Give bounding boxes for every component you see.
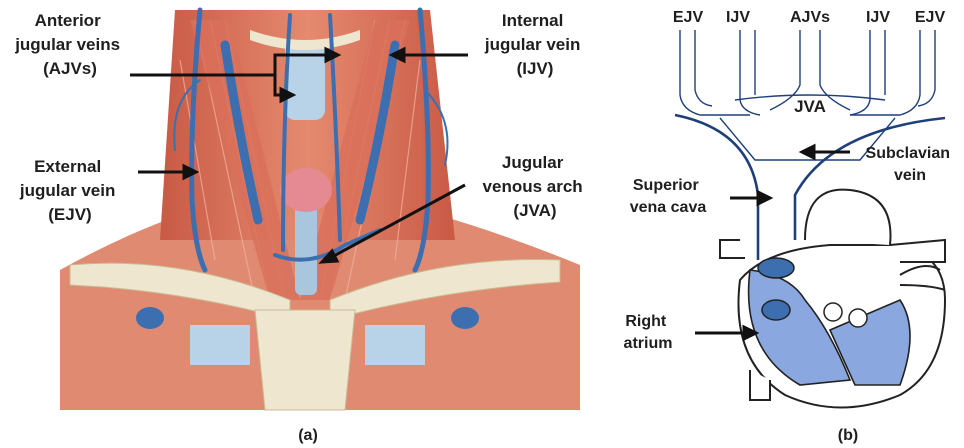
pulmonary-artery-right [890, 240, 945, 262]
ajv-label-line2: jugular veins [14, 35, 120, 54]
top-label-ejv-right: EJV [915, 9, 946, 26]
top-label-ajvs: AJVs [790, 9, 830, 26]
ijv-label: Internal jugular vein (IJV) [484, 11, 585, 78]
ejv-label-line3: (EJV) [48, 205, 91, 224]
subclavian-stump-right [451, 307, 479, 329]
ijv-label-line3: (IJV) [517, 59, 554, 78]
top-label-ijv-right: IJV [866, 9, 890, 26]
ejv-label-line1: External [34, 157, 101, 176]
cartilage-left [190, 325, 250, 365]
aortic-arch [805, 190, 891, 245]
subclavian-label-line2: vein [894, 167, 926, 184]
svc-label-line2: vena cava [630, 199, 707, 216]
valve-1 [824, 303, 842, 321]
jva-label: Jugular venous arch (JVA) [483, 153, 588, 220]
venous-schematic: EJV IJV AJVs IJV EJV JVA [600, 0, 964, 448]
subclavian-stump-left [136, 307, 164, 329]
ajv-label-line1: Anterior [35, 11, 102, 30]
atrium-label: Right atrium [624, 313, 673, 352]
jva-label-line2: venous arch [483, 177, 583, 196]
thyroid-gland [280, 168, 332, 212]
ajv-label: Anterior jugular veins (AJVs) [14, 11, 125, 78]
top-label-ijv-left: IJV [726, 9, 750, 26]
pulmonary-artery-left [720, 240, 745, 258]
schematic-panel: EJV IJV AJVs IJV EJV JVA [600, 0, 964, 448]
neck-vein-network [680, 30, 935, 160]
ivc-opening [762, 300, 790, 320]
subclavian-label: Subclavian vein [866, 145, 955, 184]
ijv-label-line1: Internal [502, 11, 563, 30]
trachea [295, 205, 317, 295]
atrium-label-line1: Right [625, 313, 667, 330]
neck-anatomy-panel: Anterior jugular veins (AJVs) Internal j… [0, 0, 600, 448]
jva-label-line3: (JVA) [513, 201, 556, 220]
ajv-label-line3: (AJVs) [43, 59, 97, 78]
svc-label: Superior vena cava [630, 177, 707, 216]
cartilage-right [365, 325, 425, 365]
valve-2 [849, 309, 867, 327]
svc-opening [758, 258, 794, 278]
panel-a-caption: (a) [298, 427, 318, 444]
sternum [255, 310, 355, 410]
panel-b-caption: (b) [838, 427, 858, 444]
neck-anatomy-illustration: Anterior jugular veins (AJVs) Internal j… [0, 0, 600, 448]
top-vein-labels: EJV IJV AJVs IJV EJV [673, 9, 946, 26]
ijv-label-line2: jugular vein [484, 35, 580, 54]
subclavian-label-line1: Subclavian [866, 145, 950, 162]
heart [720, 190, 945, 408]
atrium-label-line2: atrium [624, 335, 673, 352]
ejv-label: External jugular vein (EJV) [19, 157, 120, 224]
jva-schematic-label: JVA [794, 97, 826, 116]
top-label-ejv-left: EJV [673, 9, 704, 26]
larynx [285, 40, 325, 120]
svc-label-line1: Superior [633, 177, 699, 194]
jva-label-line1: Jugular [502, 153, 564, 172]
ejv-label-line2: jugular vein [19, 181, 115, 200]
